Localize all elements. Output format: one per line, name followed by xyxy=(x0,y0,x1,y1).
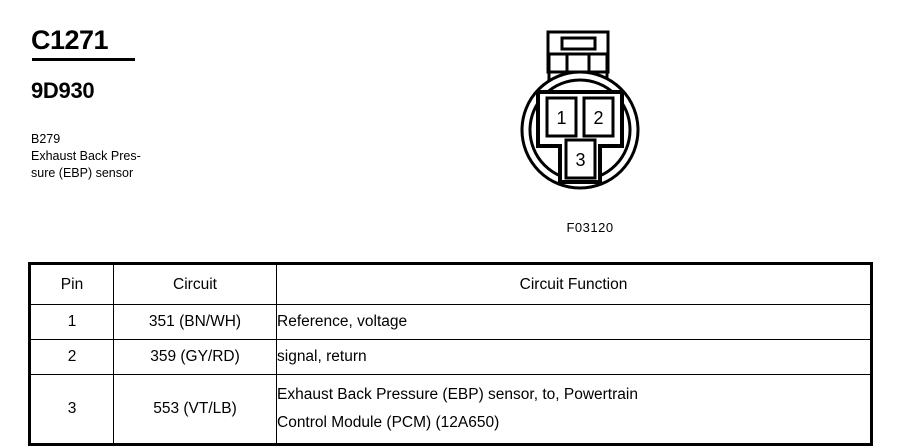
cell-circuit: 359 (GY/RD) xyxy=(113,339,277,375)
cell-function-line-1: signal, return xyxy=(277,348,367,365)
table-header-row: Pin Circuit Circuit Function xyxy=(28,262,873,305)
pin-cavity-3: 3 xyxy=(564,138,597,180)
table-header: Pin Circuit Circuit Function xyxy=(28,262,873,305)
cell-circuit: 351 (BN/WH) xyxy=(113,304,277,340)
title-underline xyxy=(32,58,135,61)
connector-illustration: 1 2 3 xyxy=(505,22,675,242)
pin-cavity-2: 2 xyxy=(582,96,615,138)
pin-cavity-2-number: 2 xyxy=(593,108,603,128)
component-code: B279 xyxy=(31,132,61,146)
cell-circuit-function: Reference, voltage xyxy=(276,304,873,340)
part-number: 9D930 xyxy=(31,78,95,103)
cell-circuit: 553 (VT/LB) xyxy=(113,374,277,446)
cell-function-line-2: Control Module (PCM) (12A650) xyxy=(277,414,500,431)
figure-label: F03120 xyxy=(566,220,614,235)
pin-cavity-1: 1 xyxy=(545,96,578,138)
component-description-line-1: Exhaust Back Pres- xyxy=(31,149,141,163)
table-row: 1 351 (BN/WH) Reference, voltage xyxy=(28,304,873,340)
connector-drawing: 1 2 3 xyxy=(520,30,640,190)
cell-pin: 1 xyxy=(28,304,114,340)
connector-id-title: C1271 xyxy=(31,25,109,55)
pin-assignment-table: Pin Circuit Circuit Function 1 351 (BN/W… xyxy=(28,262,873,446)
table-row: 2 359 (GY/RD) signal, return xyxy=(28,339,873,375)
component-description-line-2: sure (EBP) sensor xyxy=(31,166,134,180)
table-row: 3 553 (VT/LB) Exhaust Back Pressure (EBP… xyxy=(28,374,873,446)
column-header-circuit-function: Circuit Function xyxy=(276,262,873,305)
component-description: Exhaust Back Pres- sure (EBP) sensor xyxy=(31,148,211,182)
column-header-pin: Pin xyxy=(28,262,114,305)
pin-cavity-1-number: 1 xyxy=(556,108,566,128)
cell-circuit-function: signal, return xyxy=(276,339,873,375)
column-header-circuit: Circuit xyxy=(113,262,277,305)
cell-pin: 3 xyxy=(28,374,114,446)
cell-pin: 2 xyxy=(28,339,114,375)
cell-function-line-1: Reference, voltage xyxy=(277,313,408,330)
connector-locking-tab xyxy=(546,30,610,84)
cell-function-line-1: Exhaust Back Pressure (EBP) sensor, to, … xyxy=(277,386,638,403)
table-body: 1 351 (BN/WH) Reference, voltage 2 359 (… xyxy=(28,304,873,446)
cell-circuit-function: Exhaust Back Pressure (EBP) sensor, to, … xyxy=(276,374,873,446)
pin-cavity-3-number: 3 xyxy=(575,150,585,170)
